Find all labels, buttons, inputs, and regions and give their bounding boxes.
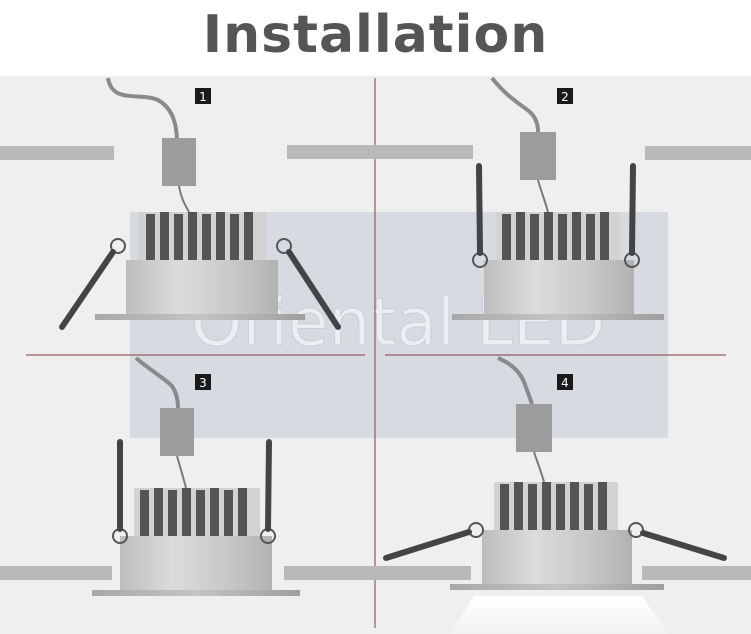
installation-diagram: Oriental LED: [0, 76, 751, 634]
ceiling-left: [375, 566, 471, 580]
ceiling-left: [0, 566, 112, 580]
spring-right: [260, 439, 276, 544]
light-beam: [450, 596, 668, 634]
wire: [178, 185, 190, 213]
heatsink: [134, 488, 260, 538]
cable: [497, 356, 534, 405]
ceiling-left: [0, 146, 114, 160]
housing: [120, 536, 272, 592]
ceiling-left: [375, 145, 473, 159]
housing: [484, 260, 634, 316]
step-badge: [195, 88, 211, 104]
ceiling-right: [642, 566, 751, 580]
spring-left: [383, 522, 484, 561]
housing: [482, 530, 632, 586]
step-badge: [557, 374, 573, 390]
step-number: 3: [199, 376, 207, 390]
ceiling-right: [284, 566, 375, 580]
ceiling-right: [287, 145, 375, 159]
spring-right: [624, 163, 640, 268]
step-badge: [557, 88, 573, 104]
driver-box: [160, 408, 194, 456]
step-3-panel: 3: [0, 356, 375, 596]
step-number: 1: [199, 90, 207, 104]
step-1-panel: 1: [0, 77, 375, 330]
driver-box: [162, 138, 196, 186]
flange: [95, 314, 305, 320]
flange: [452, 314, 664, 320]
cable: [490, 76, 540, 133]
step-number: 4: [561, 376, 569, 390]
driver-box: [520, 132, 556, 180]
spring-left: [59, 238, 126, 330]
spring-left: [112, 439, 128, 544]
flange: [92, 590, 300, 596]
ceiling-right: [645, 146, 751, 160]
step-number: 2: [561, 90, 569, 104]
wire: [533, 451, 545, 483]
spring-left: [472, 163, 488, 268]
heatsink: [496, 212, 620, 262]
flange: [450, 584, 664, 590]
step-badge: [195, 374, 211, 390]
cable: [106, 77, 179, 139]
housing: [126, 260, 278, 316]
heatsink: [138, 212, 266, 262]
wire: [537, 179, 549, 213]
wire: [176, 455, 187, 489]
step-4-panel: 4: [375, 356, 751, 634]
driver-box: [516, 404, 552, 452]
step-2-panel: 2: [375, 76, 751, 320]
spring-right: [276, 238, 341, 330]
heatsink: [494, 482, 618, 532]
cable: [134, 356, 180, 409]
spring-right: [628, 522, 727, 561]
page-title: Installation: [202, 5, 549, 65]
